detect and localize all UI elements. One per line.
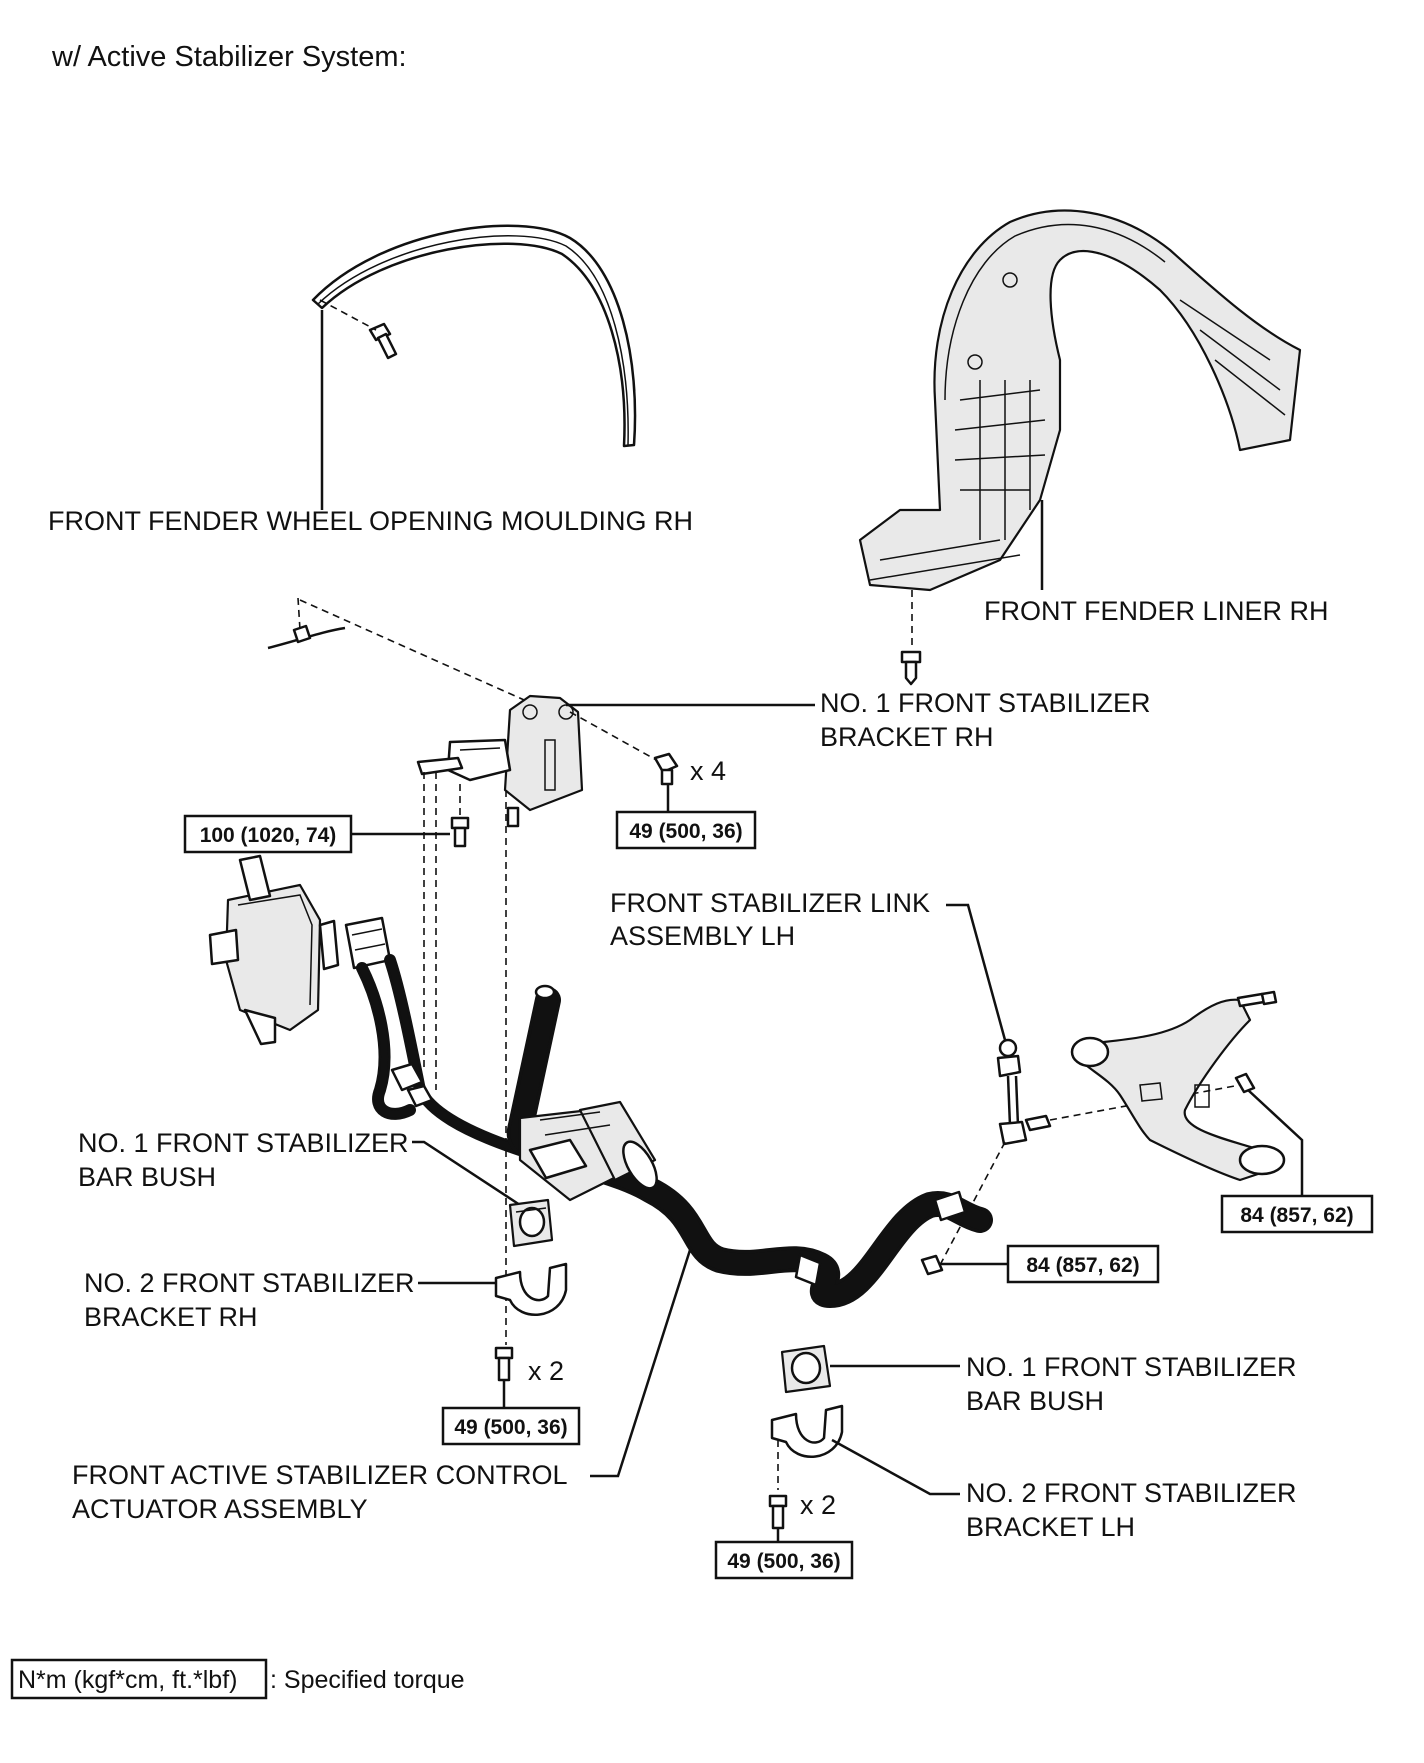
torque-box-no2-rh bbox=[441, 1406, 581, 1446]
actuator-label-line2: ACTUATOR ASSEMBLY bbox=[72, 1494, 368, 1524]
torque-box-100 bbox=[183, 814, 353, 854]
bracket-bolt-qty: x 4 bbox=[690, 756, 726, 786]
torque-box-link-arm bbox=[1220, 1194, 1374, 1234]
bracket-rh-label-line2: BRACKET RH bbox=[820, 722, 994, 752]
wheel-opening-moulding bbox=[311, 224, 637, 448]
link-lh-label-line2: ASSEMBLY LH bbox=[610, 921, 795, 951]
bracket-rh-label-line1: NO. 1 FRONT STABILIZER bbox=[820, 688, 1151, 718]
bush-lh-label-line2: BAR BUSH bbox=[966, 1386, 1104, 1416]
fender-liner bbox=[858, 209, 1302, 592]
torque-no2-lh: 49 (500, 36) bbox=[727, 1550, 840, 1573]
no2-bracket-rh-label-line1: NO. 2 FRONT STABILIZER bbox=[84, 1268, 415, 1298]
diagram-title: w/ Active Stabilizer System: bbox=[51, 41, 407, 73]
moulding-label: FRONT FENDER WHEEL OPENING MOULDING RH bbox=[48, 506, 693, 536]
liner-label: FRONT FENDER LINER RH bbox=[984, 596, 1329, 626]
no2-bracket-rh-qty: x 2 bbox=[528, 1356, 564, 1386]
torque-link-arm: 84 (857, 62) bbox=[1240, 1204, 1353, 1227]
bar-bush-lh bbox=[780, 1344, 832, 1394]
legend-unit: N*m (kgf*cm, ft.*lbf) bbox=[18, 1666, 237, 1694]
bush-rh-label-line1: NO. 1 FRONT STABILIZER bbox=[78, 1128, 409, 1158]
torque-box-no2-lh bbox=[714, 1540, 854, 1580]
bush-rh-label-line2: BAR BUSH bbox=[78, 1162, 216, 1192]
bush-lh-label-line1: NO. 1 FRONT STABILIZER bbox=[966, 1352, 1297, 1382]
torque-bracket-rh: 49 (500, 36) bbox=[629, 820, 742, 843]
legend-box bbox=[10, 1658, 268, 1700]
link-nut-bar bbox=[920, 1254, 944, 1276]
moulding-clip bbox=[368, 322, 398, 360]
no2-bracket-lh-label-line2: BRACKET LH bbox=[966, 1512, 1135, 1542]
no2-bracket-rh-label-line2: BRACKET RH bbox=[84, 1302, 258, 1332]
link-lh-label-line1: FRONT STABILIZER LINK bbox=[610, 888, 930, 918]
bar-bush-rh bbox=[508, 1198, 554, 1248]
stabilizer-link-lh bbox=[996, 1038, 1052, 1146]
bracket-bolt bbox=[653, 752, 679, 786]
no2-bracket-lh-label-line1: NO. 2 FRONT STABILIZER bbox=[966, 1478, 1297, 1508]
torque-box-link-bar bbox=[1006, 1244, 1160, 1284]
actuator-connector bbox=[344, 916, 392, 970]
no1-bracket-rh bbox=[416, 694, 584, 828]
no2-bracket-lh bbox=[770, 1404, 844, 1458]
no2-bracket-lh-qty: x 2 bbox=[800, 1490, 836, 1520]
liner-screw bbox=[900, 650, 922, 686]
torque-no2-rh: 49 (500, 36) bbox=[454, 1416, 567, 1439]
lower-arm-lh bbox=[1070, 990, 1286, 1182]
no2-bracket-rh-bolt bbox=[494, 1346, 514, 1382]
actuator-bracket-bolt bbox=[450, 816, 470, 848]
legend-description: : Specified torque bbox=[270, 1666, 465, 1694]
actuator-ecu bbox=[208, 854, 340, 1046]
link-nut-arm bbox=[1234, 1072, 1256, 1094]
actuator-label-line1: FRONT ACTIVE STABILIZER CONTROL bbox=[72, 1460, 568, 1490]
torque-box-bracket-rh bbox=[615, 810, 757, 850]
no2-bracket-lh-bolt bbox=[768, 1494, 788, 1530]
torque-link-bar: 84 (857, 62) bbox=[1026, 1254, 1139, 1277]
active-stabilizer-actuator bbox=[518, 1100, 658, 1202]
torque-100: 100 (1020, 74) bbox=[200, 824, 337, 847]
no2-bracket-rh bbox=[494, 1262, 568, 1316]
